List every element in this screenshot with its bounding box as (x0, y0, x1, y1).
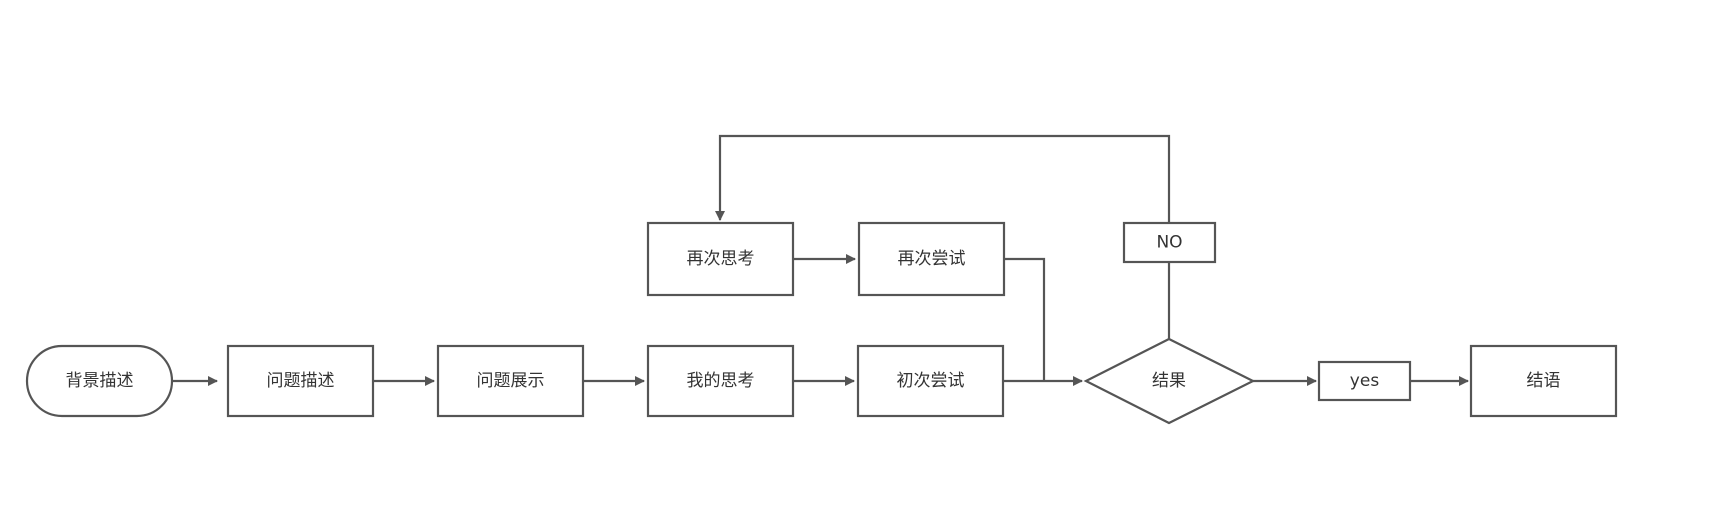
process-box (646, 344, 795, 418)
node-rethink-label: 再次思考 (687, 249, 755, 269)
node-my-thinking: 我的思考 (646, 344, 795, 418)
node-conclusion-label: 结语 (1527, 371, 1561, 391)
process-box (1469, 344, 1618, 418)
process-box (1122, 221, 1217, 264)
decision-diamond (1083, 337, 1256, 425)
node-my-thinking-label: 我的思考 (687, 371, 755, 391)
node-problem-desc-label: 问题描述 (267, 371, 335, 391)
edge-retry-to-result (1004, 257, 1046, 381)
process-box (856, 344, 1005, 418)
process-box (226, 344, 375, 418)
node-no-label: NO (1156, 233, 1182, 253)
node-problem-desc: 问题描述 (226, 344, 375, 418)
node-first-try-label: 初次尝试 (897, 371, 965, 391)
node-yes-label: yes (1350, 371, 1380, 391)
terminator-shape (25, 344, 174, 418)
node-first-try: 初次尝试 (856, 344, 1005, 418)
node-yes: yes (1317, 360, 1412, 402)
node-retry: 再次尝试 (857, 221, 1006, 297)
edges (172, 134, 1469, 386)
node-background: 背景描述 (25, 344, 174, 418)
node-rethink: 再次思考 (646, 221, 795, 297)
process-box (1317, 360, 1412, 402)
node-background-label: 背景描述 (66, 371, 134, 391)
edge-no-to-rethink (715, 134, 1171, 223)
node-result-label: 结果 (1152, 371, 1186, 391)
node-result: 结果 (1083, 337, 1256, 425)
process-box (857, 221, 1006, 297)
node-no: NO (1122, 221, 1217, 264)
process-box (436, 344, 585, 418)
node-retry-label: 再次尝试 (898, 249, 966, 269)
node-conclusion: 结语 (1469, 344, 1618, 418)
node-problem-show-label: 问题展示 (477, 371, 545, 391)
node-problem-show: 问题展示 (436, 344, 585, 418)
process-box (646, 221, 795, 297)
